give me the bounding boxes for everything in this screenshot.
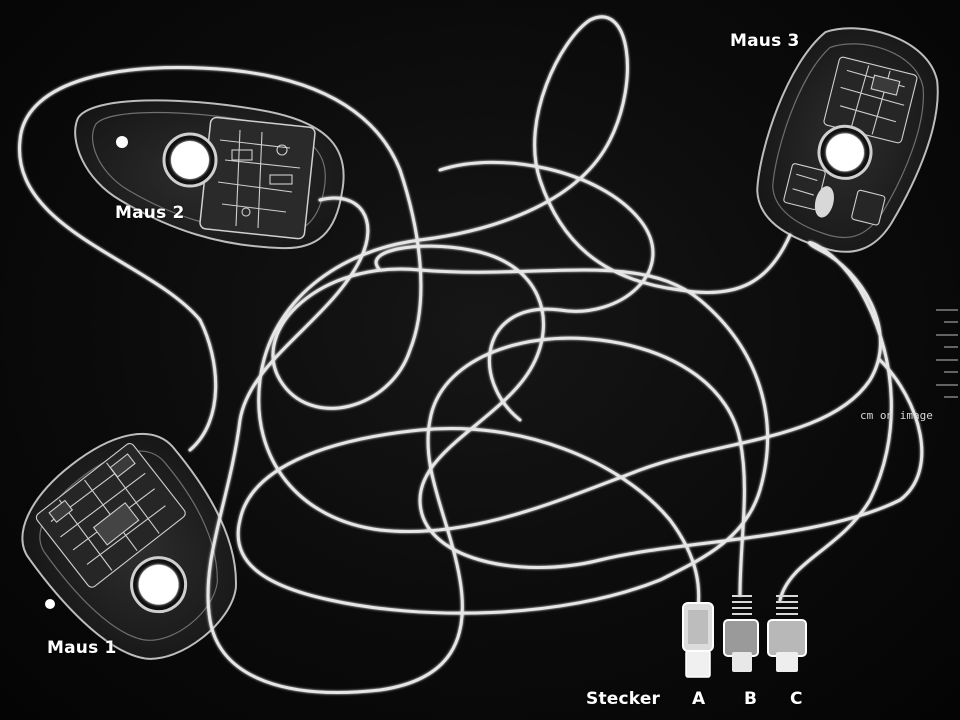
scale-ruler — [936, 309, 958, 398]
label-plug-c: C — [790, 689, 803, 709]
label-maus-1: Maus 1 — [47, 638, 117, 658]
mouse-2 — [74, 99, 345, 250]
cable-mouse-3 — [257, 15, 893, 602]
label-maus-3: Maus 3 — [730, 31, 800, 51]
scale-caption: cm on image — [860, 409, 933, 422]
mouse-1 — [21, 433, 237, 660]
label-maus-2: Maus 2 — [115, 203, 185, 223]
plug-b — [723, 595, 759, 672]
mouse-2-circuit-board — [199, 116, 316, 240]
plug-a — [682, 602, 714, 678]
mouse-2-traces — [217, 129, 301, 229]
cable-mouse-2 — [206, 196, 746, 694]
mouse-3 — [756, 27, 939, 253]
label-stecker: Stecker — [586, 689, 661, 709]
cables — [18, 15, 924, 694]
label-plug-a: A — [692, 689, 706, 709]
mouse-3-traces — [783, 56, 918, 226]
mouse-1-traces — [35, 443, 186, 588]
label-plug-b: B — [744, 689, 758, 709]
cable-mouse-1 — [18, 66, 769, 615]
plug-c — [767, 595, 807, 672]
mouse-2-inner-rim — [92, 111, 326, 235]
